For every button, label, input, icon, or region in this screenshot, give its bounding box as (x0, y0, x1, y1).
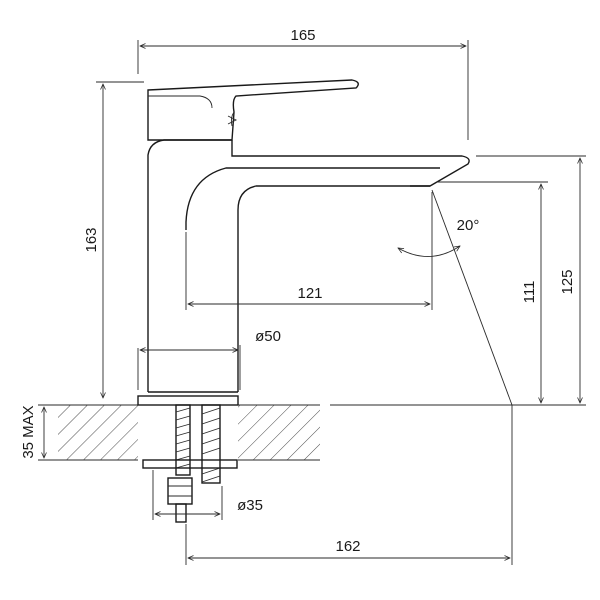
faucet-body (137, 139, 470, 406)
label-hole-diameter: ø35 (237, 497, 263, 514)
label-spout-outlet-height: 111 (521, 281, 538, 304)
label-spout-reach: 121 (297, 285, 322, 302)
lever-handle (147, 79, 359, 141)
label-max-countertop: 35 MAX (20, 405, 37, 458)
dimension-lines (38, 40, 586, 565)
label-body-diameter: ø50 (255, 328, 281, 345)
countertop (58, 404, 520, 461)
label-total-height: 163 (83, 227, 100, 252)
mounting-hardware (142, 404, 238, 523)
label-pipe-length: 162 (335, 538, 360, 555)
label-total-width: 165 (290, 27, 315, 44)
label-spout-height-right: 125 (559, 269, 576, 294)
label-spout-angle: 20° (457, 217, 480, 234)
